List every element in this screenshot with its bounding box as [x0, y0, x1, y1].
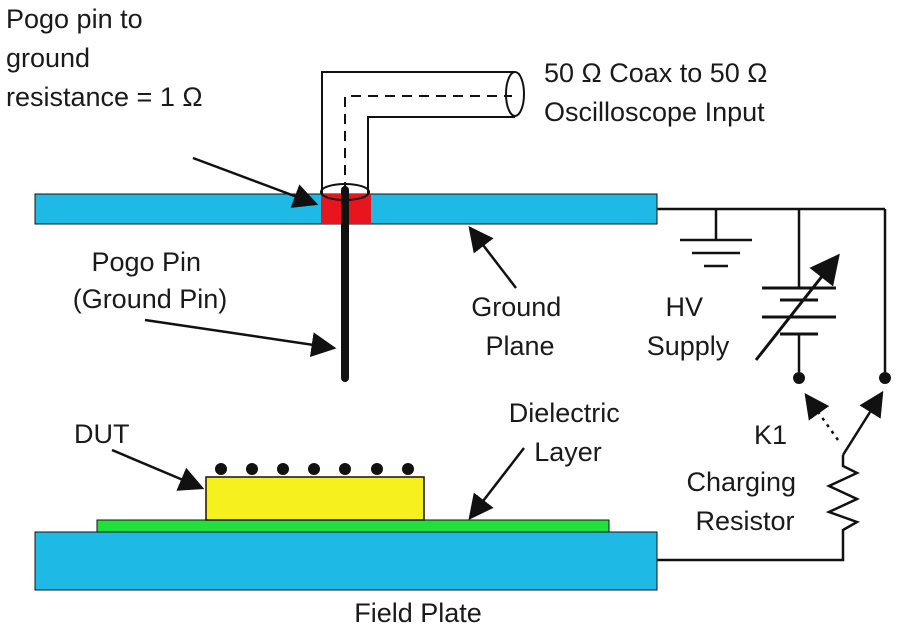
charging-resistor-label: Charging Resistor [686, 467, 803, 536]
dut-pins [215, 463, 414, 475]
coax-center-conductor [344, 95, 512, 192]
k1-label: K1 [754, 420, 787, 450]
coax-end [505, 71, 525, 117]
dut-package [205, 476, 425, 521]
field-plate-label: Field Plate [354, 598, 482, 628]
hv-supply-symbol [754, 253, 840, 361]
dut-label: DUT [74, 419, 130, 449]
pogo-resistance-label: Pogo pin to ground resistance = 1 Ω [6, 4, 203, 112]
field-plate [34, 531, 658, 591]
pogo-pin-label: Pogo Pin (Ground Pin) [73, 247, 228, 314]
coax-cable [321, 71, 515, 194]
dielectric-layer [96, 519, 610, 533]
switch-contact-right [879, 372, 891, 384]
callout-arrows [111, 156, 525, 520]
charging-resistor-symbol [825, 455, 860, 536]
coax-label: 50 Ω Coax to 50 Ω Oscilloscope Input [544, 58, 775, 127]
hv-supply-label: HV Supply [647, 292, 730, 361]
earth-ground-symbol [680, 238, 752, 268]
switch-arm [841, 390, 884, 456]
switch-k1-actuator [804, 392, 840, 441]
ground-plane-label: Ground Plane [471, 292, 569, 361]
circuit-wiring [657, 207, 887, 562]
dielectric-label: Dielectric Layer [509, 398, 628, 467]
switch-contact-left [793, 372, 805, 384]
